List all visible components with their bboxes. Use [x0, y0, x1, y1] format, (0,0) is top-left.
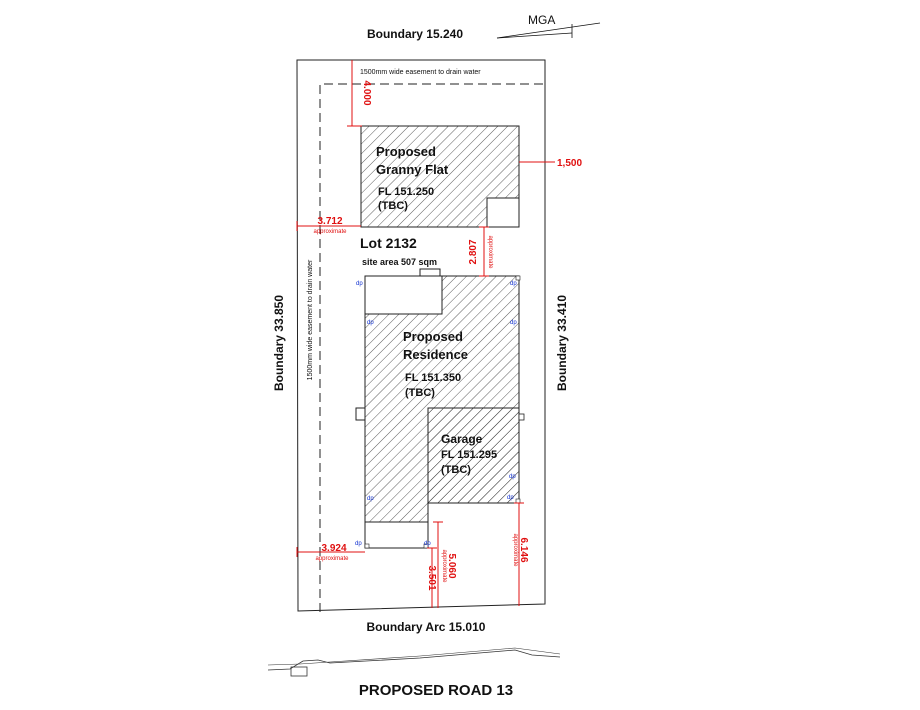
residence-title-2: Residence	[403, 347, 468, 362]
dim-separation-note: approximate	[487, 235, 493, 269]
garage: Garage FL 151.295 (TBC)	[427, 407, 525, 504]
dp-label: dp	[424, 541, 431, 547]
dp-label: dp	[367, 320, 374, 326]
residence-floor-level: FL 151.350	[405, 372, 461, 384]
dim-rear-setback: 4.000	[361, 80, 372, 105]
dim-front-left-note: approximate	[315, 556, 349, 562]
dim-front-setback-b: 5.060	[446, 553, 457, 578]
granny-flat-porch	[486, 197, 520, 228]
lot-name: Lot 2132	[360, 235, 417, 251]
boundary-right-label: Boundary 33.410	[555, 295, 569, 391]
dimension-separation: 2.807 approximate	[468, 226, 493, 277]
dim-front-setback-a: 3.501	[426, 565, 437, 590]
granny-flat: Proposed Granny Flat FL 151.250 (TBC)	[360, 125, 520, 228]
dp-label: dp	[367, 496, 374, 502]
residence-side-unit	[355, 407, 366, 421]
dp-label: dp	[356, 281, 363, 287]
residence-note: (TBC)	[405, 387, 435, 399]
dp-label: dp	[507, 495, 514, 501]
dp-label: dp	[510, 281, 517, 287]
easement-top-label: 1500mm wide easement to drain water	[360, 69, 481, 76]
granny-flat-title-2: Granny Flat	[376, 162, 449, 177]
residence-front-porch	[364, 521, 429, 549]
dim-garage-front: 6.146	[518, 537, 529, 562]
granny-flat-note: (TBC)	[378, 200, 408, 212]
easement-line	[319, 83, 545, 612]
easement-left-label: 1500mm wide easement to drain water	[307, 259, 314, 380]
north-arrow: MGA	[496, 13, 601, 39]
boundary-top-label: Boundary 15.240	[367, 27, 463, 41]
boundary-left-label: Boundary 33.850	[272, 295, 286, 391]
north-label: MGA	[528, 13, 555, 27]
dim-front-left-setback: 3.924	[321, 543, 346, 554]
residence-porch	[364, 275, 443, 315]
downpipes: dp dp dp dp dp dp dp dp dp	[355, 275, 521, 549]
dim-flat-side-setback: 1,500	[557, 158, 582, 169]
dimension-flat-left: 3.712 approximate	[296, 216, 361, 235]
dp-label: dp	[355, 541, 362, 547]
garage-title: Garage	[441, 432, 483, 446]
road-name: PROPOSED ROAD 13	[359, 682, 513, 699]
dim-flat-left-note: approximate	[313, 229, 347, 235]
dimension-front-left: 3.924 approximate	[296, 543, 365, 562]
residence-step	[419, 268, 441, 277]
residence-title-1: Proposed	[403, 329, 463, 344]
dimension-garage-front: 6.146 approximate	[512, 502, 529, 606]
dp-label: dp	[510, 320, 517, 326]
lot-boundary	[296, 59, 546, 612]
dim-garage-front-note: approximate	[512, 533, 518, 567]
dim-front-setback-b-note: approximate	[441, 549, 447, 583]
dimension-flat-side: 1,500	[519, 158, 582, 169]
dimension-front-setbacks: 3.501 5.060 approximate	[426, 521, 457, 608]
dim-separation: 2.807	[468, 239, 479, 264]
boundary-bottom-label: Boundary Arc 15.010	[367, 620, 486, 634]
garage-note: (TBC)	[441, 464, 471, 476]
garage-floor-level: FL 151.295	[441, 449, 497, 461]
road-pit	[290, 666, 308, 677]
granny-flat-title-1: Proposed	[376, 144, 436, 159]
granny-flat-floor-level: FL 151.250	[378, 186, 434, 198]
road: PROPOSED ROAD 13	[267, 647, 561, 699]
dimension-rear-setback: 4.000	[347, 60, 372, 127]
dp-label: dp	[509, 474, 516, 480]
lot-area: site area 507 sqm	[362, 257, 437, 267]
dim-flat-left-setback: 3.712	[317, 216, 342, 227]
